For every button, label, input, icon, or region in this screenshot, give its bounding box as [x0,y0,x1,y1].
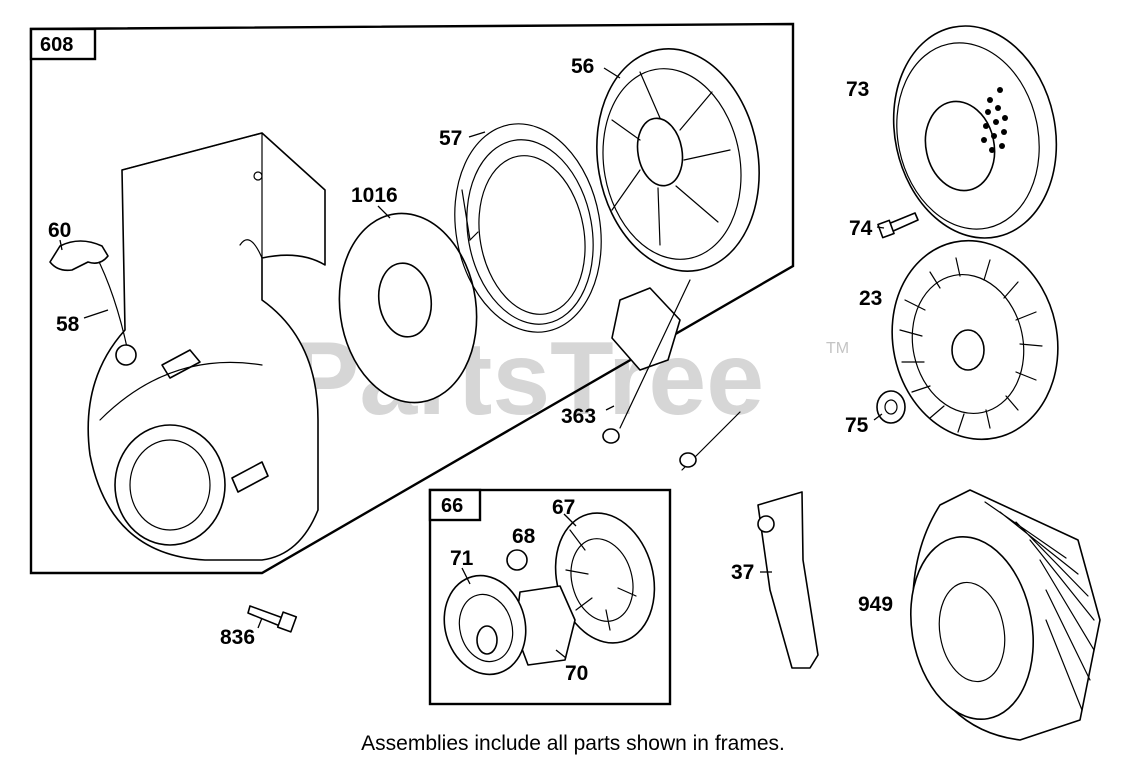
callout-56: 56 [571,55,594,78]
flywheel[interactable] [874,225,1076,455]
clutch-ball[interactable] [506,549,528,571]
frame-608-tag-box [29,27,97,61]
blower-housing[interactable] [87,132,326,561]
leader-836 [257,617,263,629]
shroud[interactable] [897,489,1101,741]
frame-66-tag-box [428,488,482,522]
rope-guide-eyelet [115,344,137,366]
callout-68: 68 [512,525,536,548]
callout-67: 67 [552,496,575,519]
flywheel-washer[interactable] [876,390,906,424]
callout-1016: 1016 [351,184,398,207]
callout-73: 73 [846,78,869,101]
leader-67 [563,513,577,527]
leader-75 [873,413,883,421]
frame-608-border [29,22,795,575]
leader-57 [468,131,486,138]
frame-66-border [428,488,672,706]
rewind-spring[interactable] [439,112,617,344]
leader-60 [59,239,63,251]
screen-screw[interactable] [877,212,919,239]
bracket[interactable] [757,491,819,669]
callout-37: 37 [731,561,754,584]
leader-363 [605,405,615,411]
callout-71: 71 [450,547,474,570]
callout-57: 57 [439,127,462,150]
leader-58 [83,309,109,319]
callout-60: 60 [48,219,71,242]
leader-56 [603,67,621,79]
armature-bracket[interactable] [602,279,741,471]
starter-pulley[interactable] [580,36,776,284]
watermark-trademark: TM [826,340,849,357]
callout-949: 949 [858,593,893,616]
callout-836: 836 [220,626,255,649]
leader-71 [461,567,471,585]
clutch-pulley[interactable] [433,566,536,683]
starter-handle[interactable] [49,240,109,272]
screw-836[interactable] [247,605,298,633]
callout-75: 75 [845,414,869,437]
starter-disc[interactable] [327,204,488,411]
rotating-screen[interactable] [875,11,1076,254]
leader-70 [555,649,567,659]
frame-608-tag: 608 [40,34,73,56]
diagram-caption: Assemblies include all parts shown in fr… [361,732,785,755]
bracket-stud [757,515,775,533]
frame-66-tag: 66 [441,495,463,517]
callout-58: 58 [56,313,80,336]
leader-1016 [377,205,391,219]
callout-23: 23 [859,287,882,310]
callout-363: 363 [561,405,596,428]
callout-74: 74 [849,217,873,240]
leader-74 [876,226,885,229]
callout-70: 70 [565,662,588,685]
